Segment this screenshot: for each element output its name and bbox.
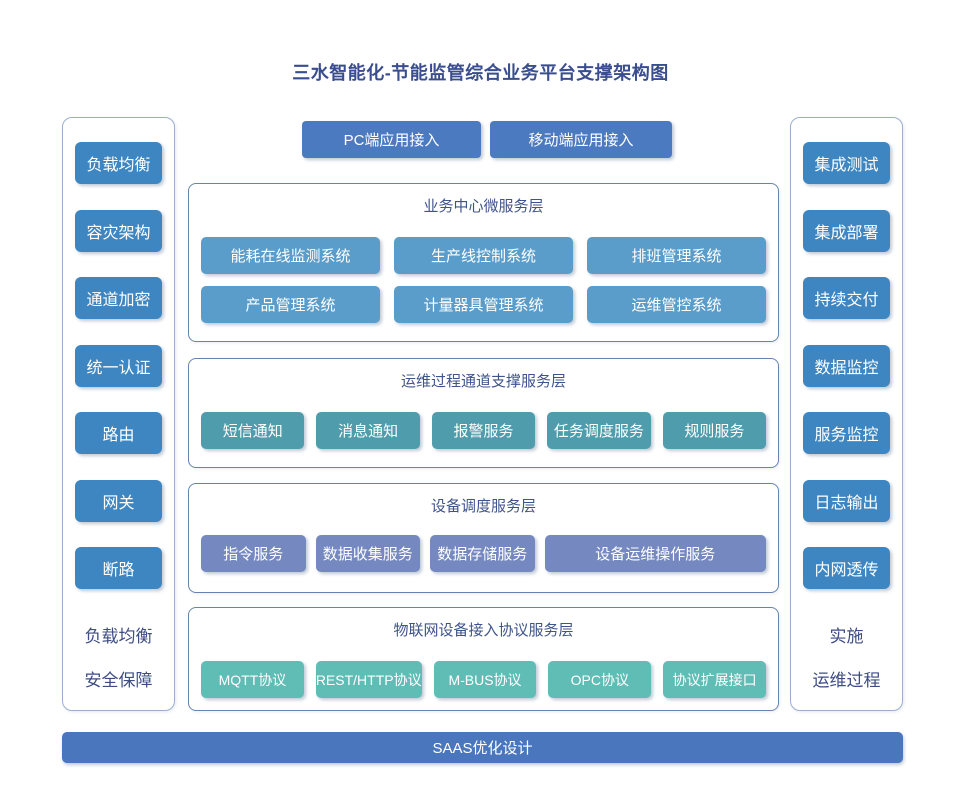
left-panel-caption-line2: 安全保障 <box>84 670 153 690</box>
box-protocol-extension-interface: 协议扩展接口 <box>663 661 767 698</box>
mobile-access-box: 移动端应用接入 <box>490 121 672 158</box>
business-microservice-layer: 业务中心微服务层 能耗在线监测系统 生产线控制系统 排班管理系统 产品管理系统 … <box>188 183 779 342</box>
left-panel-box-circuit-breaker: 断路 <box>75 547 162 589</box>
box-shift-management-system: 排班管理系统 <box>587 237 766 274</box>
left-panel-caption: 负载均衡 安全保障 <box>85 615 153 703</box>
device-scheduling-layer-title: 设备调度服务层 <box>430 498 536 515</box>
box-data-collection-service: 数据收集服务 <box>315 535 420 572</box>
box-m-bus-protocol: M-BUS协议 <box>433 661 537 698</box>
diagram-title: 三水智能化-节能监管综合业务平台支撑架构图 <box>292 63 669 83</box>
business-microservice-layer-rows: 能耗在线监测系统 生产线控制系统 排班管理系统 产品管理系统 计量器具管理系统 … <box>189 237 778 323</box>
left-panel-box-disaster-recovery: 容灾架构 <box>75 209 162 252</box>
right-panel-box-service-monitoring: 服务监控 <box>803 412 890 454</box>
box-mqtt-protocol: MQTT协议 <box>201 661 304 698</box>
business-microservice-layer-title: 业务中心微服务层 <box>423 198 544 215</box>
right-panel-box-integration-testing: 集成测试 <box>803 142 890 184</box>
device-scheduling-layer: 设备调度服务层 指令服务 数据收集服务 数据存储服务 设备运维操作服务 <box>188 483 779 593</box>
box-task-scheduling-service: 任务调度服务 <box>547 412 651 449</box>
business-layer-row-1: 能耗在线监测系统 生产线控制系统 排班管理系统 <box>201 237 766 274</box>
iot-protocol-layer-rows: MQTT协议 REST/HTTP协议 M-BUS协议 OPC协议 协议扩展接口 <box>189 661 778 698</box>
box-command-service: 指令服务 <box>201 535 306 572</box>
right-panel-caption: 实施 运维过程 <box>813 615 881 703</box>
left-panel-caption-line1: 负载均衡 <box>84 626 153 646</box>
iot-protocol-layer-title: 物联网设备接入协议服务层 <box>393 622 574 639</box>
om-channel-support-layer-title: 运维过程通道支撑服务层 <box>400 373 566 390</box>
left-panel-box-channel-encryption: 通道加密 <box>75 277 162 319</box>
right-panel-box-data-monitoring: 数据监控 <box>803 344 890 387</box>
right-panel-box-intranet-passthrough: 内网透传 <box>803 547 890 589</box>
box-device-om-operation-service: 设备运维操作服务 <box>544 535 767 572</box>
box-energy-monitoring-system: 能耗在线监测系统 <box>201 237 380 274</box>
left-panel: 负载均衡 容灾架构 通道加密 统一认证 路由 网关 断路 负载均衡 安全保障 <box>62 117 175 711</box>
box-metering-instrument-management-system: 计量器具管理系统 <box>394 286 573 323</box>
box-data-storage-service: 数据存储服务 <box>430 535 535 572</box>
right-panel-box-log-output: 日志输出 <box>803 479 890 522</box>
left-panel-box-gateway: 网关 <box>75 479 162 522</box>
iot-layer-row: MQTT协议 REST/HTTP协议 M-BUS协议 OPC协议 协议扩展接口 <box>201 661 767 698</box>
box-production-line-control-system: 生产线控制系统 <box>394 237 573 274</box>
om-channel-support-layer-rows: 短信通知 消息通知 报警服务 任务调度服务 规则服务 <box>189 412 778 449</box>
right-panel-box-continuous-delivery: 持续交付 <box>803 277 890 319</box>
box-om-control-system: 运维管控系统 <box>587 286 766 323</box>
right-panel-caption-line1: 实施 <box>829 626 864 646</box>
box-opc-protocol: OPC协议 <box>548 661 652 698</box>
pc-access-box: PC端应用接入 <box>302 121 481 158</box>
device-layer-row: 指令服务 数据收集服务 数据存储服务 设备运维操作服务 <box>201 535 767 572</box>
box-rule-service: 规则服务 <box>662 412 767 449</box>
iot-protocol-layer: 物联网设备接入协议服务层 MQTT协议 REST/HTTP协议 M-BUS协议 … <box>188 607 779 711</box>
box-rest-http-protocol: REST/HTTP协议 <box>315 661 422 698</box>
right-panel: 集成测试 集成部署 持续交付 数据监控 服务监控 日志输出 内网透传 实施 运维… <box>790 117 903 711</box>
business-layer-row-2: 产品管理系统 计量器具管理系统 运维管控系统 <box>201 286 766 323</box>
box-message-notification: 消息通知 <box>316 412 420 449</box>
channel-layer-row: 短信通知 消息通知 报警服务 任务调度服务 规则服务 <box>201 412 767 449</box>
device-scheduling-layer-rows: 指令服务 数据收集服务 数据存储服务 设备运维操作服务 <box>189 535 778 572</box>
left-panel-box-routing: 路由 <box>75 412 162 454</box>
box-sms-notification: 短信通知 <box>201 412 305 449</box>
box-product-management-system: 产品管理系统 <box>201 286 380 323</box>
right-panel-box-integration-deployment: 集成部署 <box>803 209 890 252</box>
left-panel-box-load-balancing: 负载均衡 <box>75 142 162 184</box>
saas-optimization-bar: SAAS优化设计 <box>62 732 903 763</box>
om-channel-support-layer: 运维过程通道支撑服务层 短信通知 消息通知 报警服务 任务调度服务 规则服务 <box>188 358 779 468</box>
box-alarm-service: 报警服务 <box>431 412 536 449</box>
right-panel-caption-line2: 运维过程 <box>812 670 881 690</box>
left-panel-box-unified-auth: 统一认证 <box>75 344 162 387</box>
